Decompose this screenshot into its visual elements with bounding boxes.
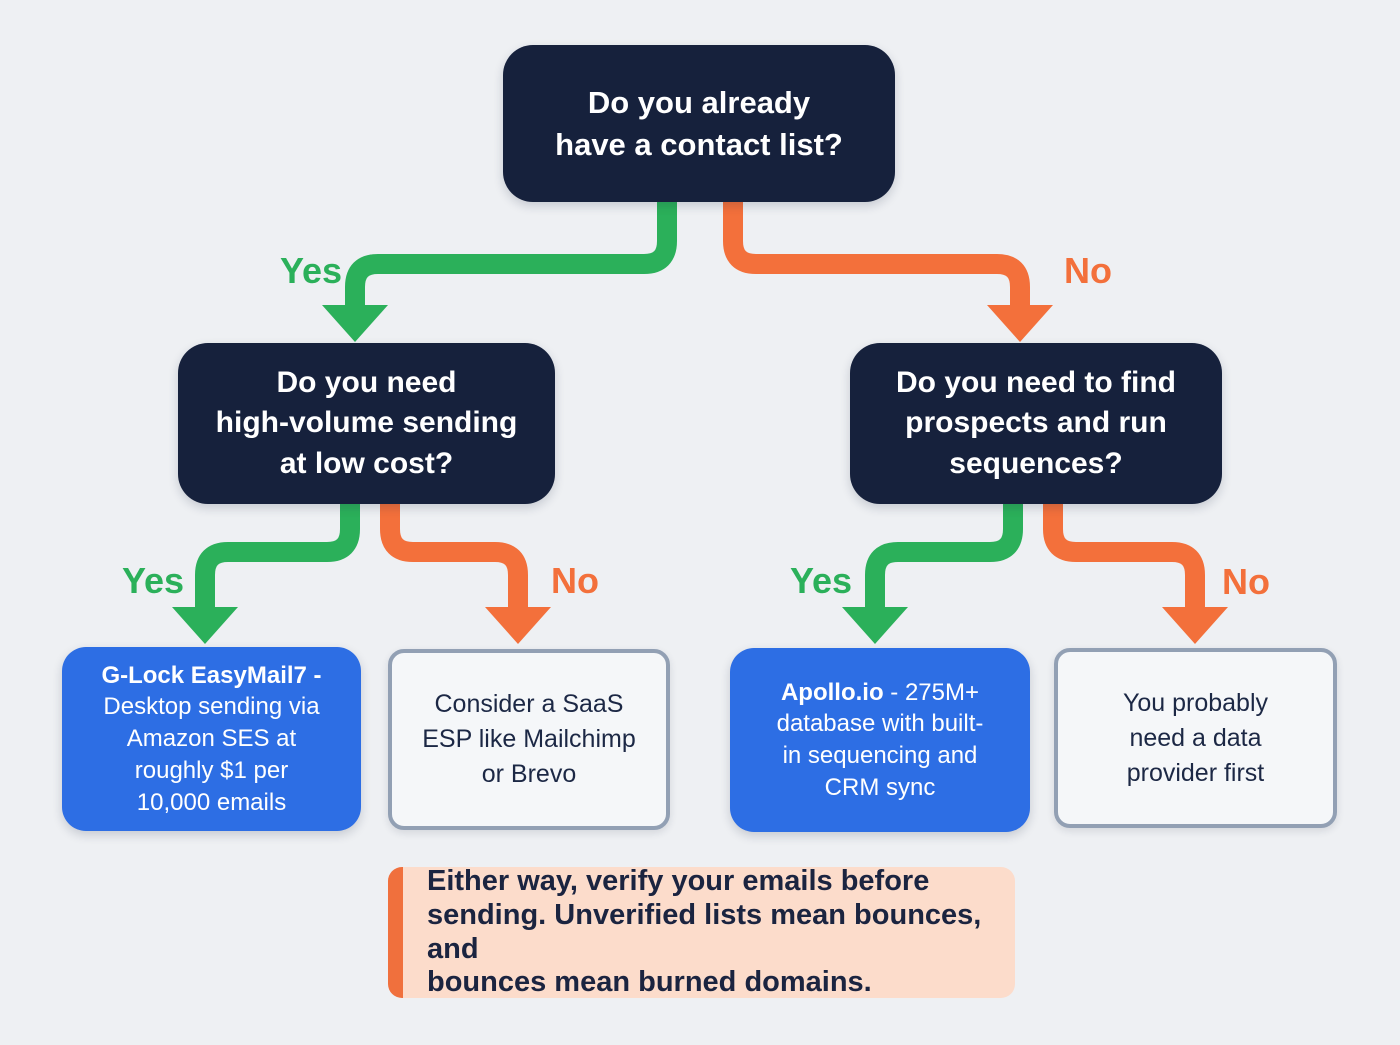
arrow-root-no-head bbox=[987, 305, 1053, 342]
question-root-text: Do you already have a contact list? bbox=[555, 84, 843, 162]
outcome-glock-easymail: G-Lock EasyMail7 - Desktop sending via A… bbox=[62, 647, 361, 831]
arrow-left-no-line bbox=[380, 503, 528, 609]
outcome-data-provider: You probably need a data provider first bbox=[1054, 648, 1337, 828]
outcome-glock-text: G-Lock EasyMail7 - Desktop sending via A… bbox=[101, 660, 321, 818]
outcome-apollo-description: - 275M+ database with built- in sequenci… bbox=[776, 678, 984, 801]
arrow-root-yes-line bbox=[345, 200, 677, 307]
note-text: Either way, verify your emails before se… bbox=[427, 864, 982, 999]
note-callout: Either way, verify your emails before se… bbox=[388, 864, 1015, 999]
label-root-yes: Yes bbox=[280, 250, 343, 291]
arrow-left-yes-head bbox=[172, 607, 238, 644]
arrow-left-yes-line bbox=[195, 503, 360, 609]
arrow-right-no-head bbox=[1162, 607, 1228, 644]
outcome-apollo-tool-name: Apollo.io bbox=[780, 678, 884, 706]
outcome-saas-esp: Consider a SaaS ESP like Mailchimp or Br… bbox=[388, 649, 670, 830]
question-prospects-text: Do you need to find prospects and run se… bbox=[896, 365, 1176, 480]
arrow-right-no-line bbox=[1043, 503, 1205, 609]
arrow-root-yes-head bbox=[322, 305, 388, 342]
label-right-no: No bbox=[1222, 561, 1270, 602]
question-prospects: Do you need to find prospects and run se… bbox=[850, 343, 1222, 504]
outcome-saas-esp-text: Consider a SaaS ESP like Mailchimp or Br… bbox=[422, 690, 636, 788]
outcome-glock-description: Desktop sending via Amazon SES at roughl… bbox=[103, 693, 320, 816]
outcome-apollo-text: Apollo.io - 275M+ database with built- i… bbox=[777, 677, 984, 804]
arrow-left-no-head bbox=[485, 607, 551, 644]
label-root-no: No bbox=[1064, 250, 1112, 291]
outcome-glock-tool-name: G-Lock EasyMail7 - bbox=[101, 661, 322, 689]
outcome-apollo: Apollo.io - 275M+ database with built- i… bbox=[730, 648, 1030, 832]
note-body: Either way, verify your emails before se… bbox=[403, 864, 1015, 999]
arrow-root-no-line bbox=[723, 200, 1030, 307]
question-high-volume: Do you need high-volume sending at low c… bbox=[178, 343, 555, 504]
arrow-right-yes-line bbox=[865, 503, 1023, 609]
question-high-volume-text: Do you need high-volume sending at low c… bbox=[215, 365, 518, 480]
label-right-yes: Yes bbox=[790, 560, 853, 601]
label-left-no: No bbox=[551, 560, 599, 601]
label-left-yes: Yes bbox=[122, 560, 185, 601]
note-accent-bar bbox=[388, 867, 403, 998]
question-root: Do you already have a contact list? bbox=[503, 45, 895, 202]
arrow-right-yes-head bbox=[842, 607, 908, 644]
outcome-data-provider-text: You probably need a data provider first bbox=[1122, 688, 1269, 787]
